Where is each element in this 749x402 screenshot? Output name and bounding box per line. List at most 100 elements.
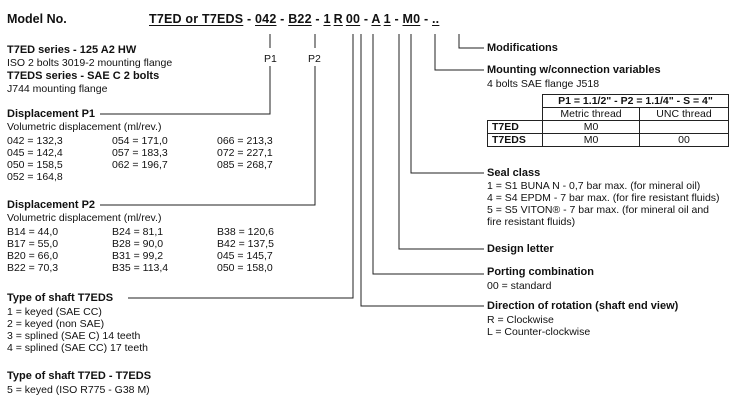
list-item: L = Counter-clockwise (487, 326, 591, 338)
table-header: P1 = 1.1/2" - P2 = 1.1/4" - S = 4" (542, 94, 729, 108)
code-series: T7ED or T7EDS (149, 12, 244, 26)
list-item: 052 = 164,8 (7, 171, 63, 183)
modifications-line (458, 34, 484, 49)
code-sep: - (420, 12, 432, 26)
list-item: 045 = 142,4 (7, 147, 63, 159)
list-item: 054 = 171,0 (112, 135, 168, 147)
seal-line (410, 34, 484, 174)
column-header-unc: UNC thread (639, 107, 729, 121)
list-item: 085 = 268,7 (217, 159, 273, 171)
code-p1: 042 (255, 12, 277, 26)
list-item: B31 = 99,2 (112, 250, 164, 262)
list-item: 050 = 158,5 (7, 159, 63, 171)
code-design: A (371, 12, 381, 26)
cell-metric: M0 (541, 133, 641, 147)
seal-title: Seal class (487, 167, 541, 179)
list-item: 045 = 145,7 (217, 250, 273, 262)
shaft-both-item: 5 = keyed (ISO R775 - G38 M) (7, 384, 150, 396)
row-label: T7ED (487, 120, 543, 134)
list-item: B17 = 55,0 (7, 238, 59, 250)
code-sep: - (276, 12, 289, 26)
code-porting: 00 (345, 12, 361, 26)
shaft-t7eds-list: 1 = keyed (SAE CC) 2 = keyed (non SAE) 3… (7, 306, 148, 354)
code-mounting: M0 (402, 12, 421, 26)
t7ed-series-title: T7ED series - 125 A2 HW (7, 44, 137, 56)
displacement-p2-col1: B14 = 44,0 B17 = 55,0 B20 = 66,0 B22 = 7… (7, 226, 58, 274)
p2-label: P2 (308, 53, 321, 65)
design-line (398, 34, 484, 250)
model-label: Model No. (7, 12, 67, 26)
list-item: 066 = 213,3 (217, 135, 273, 147)
list-item: 057 = 183,3 (112, 147, 168, 159)
list-item: B28 = 90,0 (112, 238, 164, 250)
cell-metric: M0 (541, 120, 641, 134)
list-item: B24 = 81,1 (112, 226, 164, 238)
list-item: fire resistant fluids) (487, 216, 576, 228)
displacement-p1-line (100, 66, 271, 115)
list-item: B20 = 66,0 (7, 250, 59, 262)
shaft-line (128, 34, 354, 299)
list-item: B38 = 120,6 (217, 226, 274, 238)
list-item: B14 = 44,0 (7, 226, 59, 238)
code-seal: 1 (383, 12, 391, 26)
list-item: B22 = 70,3 (7, 262, 59, 274)
list-item: 4 = splined (SAE CC) 17 teeth (7, 342, 148, 354)
code-sep: - (243, 12, 256, 26)
code-sep: - (311, 12, 324, 26)
rotation-title: Direction of rotation (shaft end view) (487, 300, 679, 312)
porting-desc: 00 = standard (487, 280, 552, 292)
displacement-p2-title: Displacement P2 (7, 199, 96, 211)
list-item: 3 = splined (SAE C) 14 teeth (7, 330, 141, 342)
column-header-metric: Metric thread (541, 107, 641, 121)
table-row: Metric thread UNC thread (487, 107, 729, 121)
displacement-p1-title: Displacement P1 (7, 108, 96, 120)
code-modifications: .. (432, 12, 440, 26)
porting-title: Porting combination (487, 266, 594, 278)
list-item: R = Clockwise (487, 314, 554, 326)
list-item: 072 = 227,1 (217, 147, 273, 159)
list-item: 1 = keyed (SAE CC) (7, 306, 102, 318)
shaft-both-title: Type of shaft T7ED - T7EDS (7, 370, 152, 382)
t7eds-series-desc: J744 mounting flange (7, 83, 108, 95)
table-row: P1 = 1.1/2" - P2 = 1.1/4" - S = 4" (488, 94, 729, 108)
list-item: B42 = 137,5 (217, 238, 274, 250)
displacement-p2-line (100, 66, 316, 206)
code-p2: B22 (288, 12, 312, 26)
displacement-p1-col1: 042 = 132,3 045 = 142,4 050 = 158,5 052 … (7, 135, 63, 183)
code-rotation: R (333, 12, 343, 26)
mounting-title: Mounting w/connection variables (487, 64, 661, 76)
row-label: T7EDS (487, 133, 543, 147)
table-row: T7ED M0 (487, 120, 729, 134)
design-title: Design letter (487, 243, 554, 255)
mounting-line (434, 34, 484, 71)
list-item: 042 = 132,3 (7, 135, 63, 147)
mounting-table: P1 = 1.1/2" - P2 = 1.1/4" - S = 4" Metri… (487, 94, 729, 147)
t7eds-series-title: T7EDS series - SAE C 2 bolts (7, 70, 160, 82)
code-sep: - (390, 12, 403, 26)
rotation-list: R = Clockwise L = Counter-clockwise (487, 314, 590, 338)
displacement-p1-col3: 066 = 213,3 072 = 227,1 085 = 268,7 (217, 135, 273, 171)
table-row: T7EDS M0 00 (487, 133, 729, 147)
cell-unc: 00 (639, 133, 729, 147)
rotation-line (360, 34, 484, 307)
shaft-t7eds-title: Type of shaft T7EDS (7, 292, 114, 304)
cell-unc (639, 120, 729, 134)
porting-line (372, 34, 484, 275)
list-item: 2 = keyed (non SAE) (7, 318, 105, 330)
displacement-p1-subtitle: Volumetric displacement (ml/rev.) (7, 121, 162, 133)
code-sep: - (360, 12, 372, 26)
list-item: 5 = S5 VITON® - 7 bar max. (for mineral … (487, 204, 710, 216)
list-item: 062 = 196,7 (112, 159, 168, 171)
p1-label: P1 (264, 53, 277, 65)
list-item: 050 = 158,0 (217, 262, 273, 274)
seal-list: 1 = S1 BUNA N - 0,7 bar max. (for minera… (487, 180, 720, 228)
list-item: B35 = 113,4 (112, 262, 169, 274)
list-item: 4 = S4 EPDM - 7 bar max. (for fire resis… (487, 192, 720, 204)
code-shaft: 1 (323, 12, 331, 26)
mounting-desc: 4 bolts SAE flange J518 (487, 78, 600, 90)
displacement-p1-col2: 054 = 171,0 057 = 183,3 062 = 196,7 (112, 135, 168, 171)
displacement-p2-col2: B24 = 81,1 B28 = 90,0 B31 = 99,2 B35 = 1… (112, 226, 168, 274)
displacement-p2-subtitle: Volumetric displacement (ml/rev.) (7, 212, 162, 224)
